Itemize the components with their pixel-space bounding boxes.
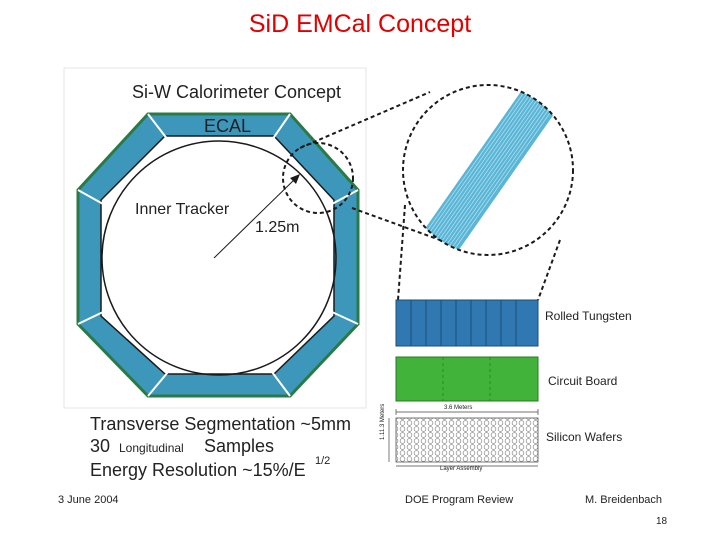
slide-title: SiD EMCal Concept [248, 10, 472, 38]
circuit-board-label: Circuit Board [548, 374, 618, 388]
diagram-frame [63, 67, 367, 409]
footer-page-number: 18 [656, 516, 668, 527]
silicon-wafers-label: Silicon Wafers [546, 430, 623, 444]
silicon-wafers-layer [388, 409, 539, 467]
footer-date: 3 June 2004 [58, 494, 119, 506]
callout-line-top [299, 91, 431, 149]
spec-longitudinal: Longitudinal [119, 441, 184, 455]
arrow-head-icon [290, 174, 300, 184]
radius-arrow [213, 177, 297, 259]
spec-transverse-segmentation: Transverse Segmentation ~5mm [90, 414, 351, 434]
callout-line-right [537, 239, 561, 301]
footer-author: M. Breidenbach [585, 494, 663, 506]
spec-energy-exponent: 1/2 [315, 455, 331, 467]
footer-event: DOE Program Review [405, 494, 514, 506]
callout-small-circle [282, 142, 354, 214]
rolled-tungsten-label: Rolled Tungsten [545, 309, 632, 323]
rolled-tungsten-layer [395, 299, 539, 347]
inner-tracker-circle [101, 140, 337, 376]
radius-label: 1.25m [255, 219, 300, 236]
circuit-board-layer [395, 356, 539, 402]
dimension-top-label: 3.6 Meters [444, 405, 473, 411]
magnified-view [402, 84, 574, 256]
callout-line-bottom [351, 207, 441, 241]
dimension-side-label: 1.11.3 Meters [380, 403, 386, 440]
ecal-octagon [76, 112, 360, 398]
spec-energy-resolution: Energy Resolution ~15%/E [90, 460, 306, 480]
inner-tracker-label: Inner Tracker [135, 201, 230, 218]
ecal-label: ECAL [204, 116, 252, 136]
layer-assembly-label: Layer Assembly [440, 466, 483, 472]
spec-samples-label: Samples [204, 436, 275, 456]
spec-samples-count: 30 [90, 436, 111, 456]
diagram-title: Si-W Calorimeter Concept [132, 82, 342, 102]
callout-line-left [397, 204, 406, 301]
